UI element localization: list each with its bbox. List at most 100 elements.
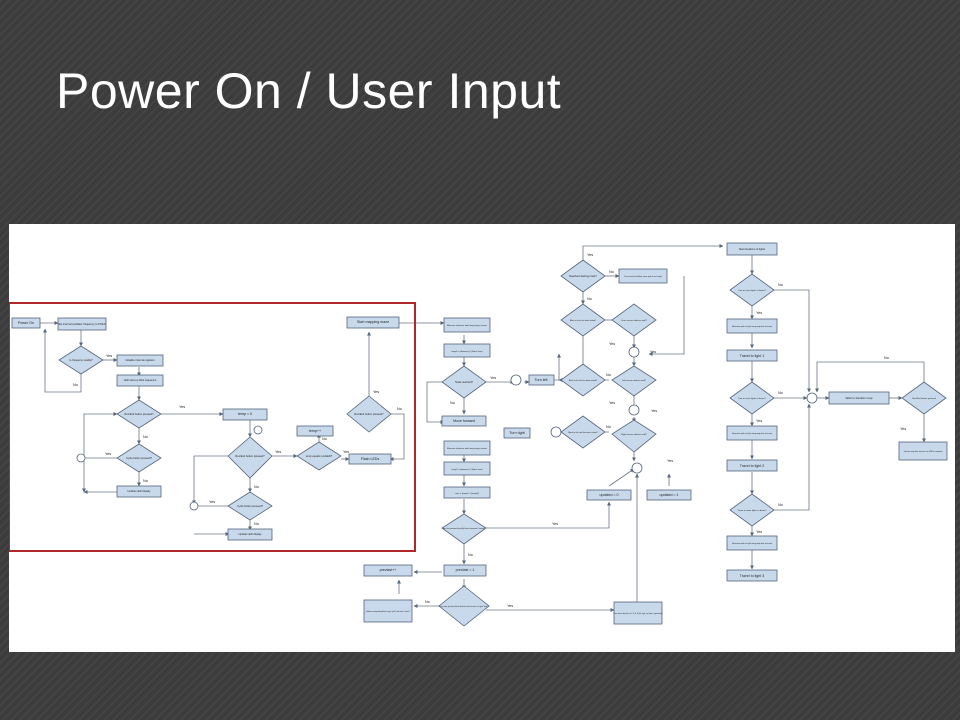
label-power-on: Power On — [18, 321, 34, 325]
flowchart-canvas: Power On Set internal oscillator frequen… — [9, 242, 948, 627]
flow-box-start-mapping — [346, 316, 400, 329]
flow-box-power-on — [11, 317, 41, 329]
label-turn-right: Turn right — [509, 431, 524, 435]
label-node-reached: Node reached? — [455, 380, 473, 384]
label-left-wall: Left sensor detects wall? — [622, 379, 647, 382]
flow-box-determine-path-3 — [726, 535, 778, 551]
label-cycle-2: Cycle button pressed? — [237, 504, 263, 508]
label-one-or-more: One or more lights in beam? — [738, 289, 766, 292]
flow-box-temp-inc — [296, 425, 334, 437]
branch-labels: Yes No Yes No Yes No Yes No Yes No Yes N… — [73, 253, 906, 608]
label-cycle-1: Cycle button pressed? — [126, 456, 152, 460]
flow-box-temp-zero — [222, 408, 268, 421]
branch-yes-6: Yes — [209, 500, 215, 504]
flow-box-store-return — [613, 601, 663, 625]
flow-junction-2 — [253, 425, 263, 435]
flow-diamond-run-exit-2 — [227, 436, 273, 479]
branch-yes-9: Yes — [552, 522, 558, 526]
branch-yes-8: Yes — [490, 376, 496, 380]
branch-no-16: No — [778, 391, 783, 395]
label-store-return: Store return direction as L, R, U, D (le… — [614, 612, 663, 615]
label-wait-transfer: Wait to transfer map — [846, 396, 873, 400]
flow-box-flash-leds — [348, 453, 392, 465]
label-num-calc: num = (temp1 - (temp2)) — [455, 492, 479, 495]
label-init-regs: Initialize internal registers — [125, 358, 155, 362]
branch-no-1: No — [73, 383, 78, 387]
branch-yes-16: Yes — [667, 459, 673, 463]
label-updated-zero: updated = 0 — [599, 493, 618, 497]
label-start-mapping: Start mapping maze — [357, 320, 389, 324]
label-front-wall: Front sensor detects wall? — [621, 319, 647, 322]
branch-yes-10: Yes — [507, 604, 513, 608]
flow-diamond-cycle-2 — [227, 491, 273, 521]
label-update-led-2: Update LED display — [239, 532, 263, 536]
label-determine-path-1: Determine path to light using map data s… — [732, 325, 772, 328]
label-led-blink: LED start-up blink sequence — [124, 378, 157, 382]
flow-box-turn-right — [503, 427, 531, 439]
label-turn-around: Turn around and follow return path to ne… — [624, 275, 662, 278]
flow-box-move-forward — [441, 415, 487, 427]
flow-box-init-regs — [116, 354, 164, 367]
branch-no-13: No — [606, 373, 611, 377]
label-transfer-map: Transfer map data structure via USB to c… — [903, 450, 942, 453]
branch-yes-1: Yes — [106, 354, 112, 358]
label-turn-left: Turn left — [534, 378, 547, 382]
label-measure-long: Measure distance with long-range sensor — [447, 447, 487, 450]
label-temp-calc-1: temp1 = (distance) / (block size) — [451, 350, 482, 353]
flow-diamond-reached-start — [560, 259, 606, 293]
flow-diamond-temp-equals — [296, 441, 342, 471]
label-travel-3: Travel to light 3 — [740, 574, 764, 578]
label-every-index: Every index (prevlast) blocks behind cur… — [439, 605, 489, 608]
flow-diamond-is-freq — [58, 345, 104, 375]
flow-box-temp-calc-2 — [443, 461, 491, 476]
flow-box-update-led-1 — [116, 485, 162, 498]
flow-diamond-cycle-1 — [116, 443, 162, 473]
label-travel-1: Travel to light 1 — [740, 354, 764, 358]
flow-diamond-block-right — [560, 415, 606, 449]
label-run-exit-4: Run/Exit button pressed — [912, 397, 936, 400]
flow-diamond-block-front — [560, 303, 606, 337]
flow-diamond-node-reached — [441, 365, 487, 399]
label-update-led-1: Update LED display — [128, 489, 152, 493]
label-update-block: Update corresponding block to type "path… — [366, 610, 410, 613]
label-right-wall: Right sensor detects wall? — [621, 433, 647, 436]
flow-diamond-run-exit-4 — [901, 381, 947, 415]
label-temp-inc: temp++ — [309, 429, 321, 433]
flow-diamond-two-or-more — [729, 381, 775, 415]
flow-box-prevlast-inc — [363, 564, 413, 577]
branch-no-9: No — [468, 553, 473, 557]
branch-no-8: No — [450, 401, 455, 405]
flow-box-num-calc — [443, 486, 491, 499]
flow-box-turn-left — [528, 374, 555, 386]
label-temp-calc-2: temp2 = (distance) / (block size) — [451, 468, 482, 471]
branch-no-14: No — [606, 425, 611, 429]
flow-diamond-front-wall — [611, 303, 657, 337]
flow-junction-8 — [628, 404, 640, 416]
flow-box-updated-one — [646, 489, 692, 501]
branch-yes-3: Yes — [105, 452, 111, 456]
branch-yes-14: Yes — [609, 401, 615, 405]
label-determine-path-3: Determine path to light using map data s… — [732, 542, 772, 545]
branch-no-3: No — [143, 479, 148, 483]
label-measure-short: Measure distance with long-range sensor — [447, 324, 487, 327]
branch-no-10: No — [425, 600, 430, 604]
label-determine-path-2: Determine path to light using map data s… — [732, 432, 772, 435]
branch-yes-15: Yes — [651, 409, 657, 413]
label-run-exit-1: Run/Exit button pressed? — [124, 412, 154, 416]
branch-yes-11: Yes — [587, 253, 593, 257]
branch-no-6: No — [254, 522, 259, 526]
flow-box-temp-calc-1 — [443, 343, 491, 358]
flow-diamond-one-or-more — [729, 273, 775, 307]
label-block-left: Block to the left has been visited? — [569, 379, 597, 382]
flow-junction-1 — [76, 453, 86, 463]
flow-diamond-right-wall — [611, 419, 657, 453]
flowchart-text: Power On Set internal oscillator frequen… — [18, 247, 943, 615]
branch-yes-13: Yes — [650, 350, 656, 354]
flow-diamond-has-prev — [441, 513, 487, 545]
flow-box-travel-2 — [726, 459, 778, 472]
label-block-front: Block in front has been visited? — [570, 319, 596, 322]
flowchart-connectors — [40, 244, 926, 612]
branch-yes-17: Yes — [756, 311, 762, 315]
label-has-prev: Has the previous block(s) been traversed… — [443, 527, 485, 530]
flow-diamond-every-index — [438, 585, 490, 627]
